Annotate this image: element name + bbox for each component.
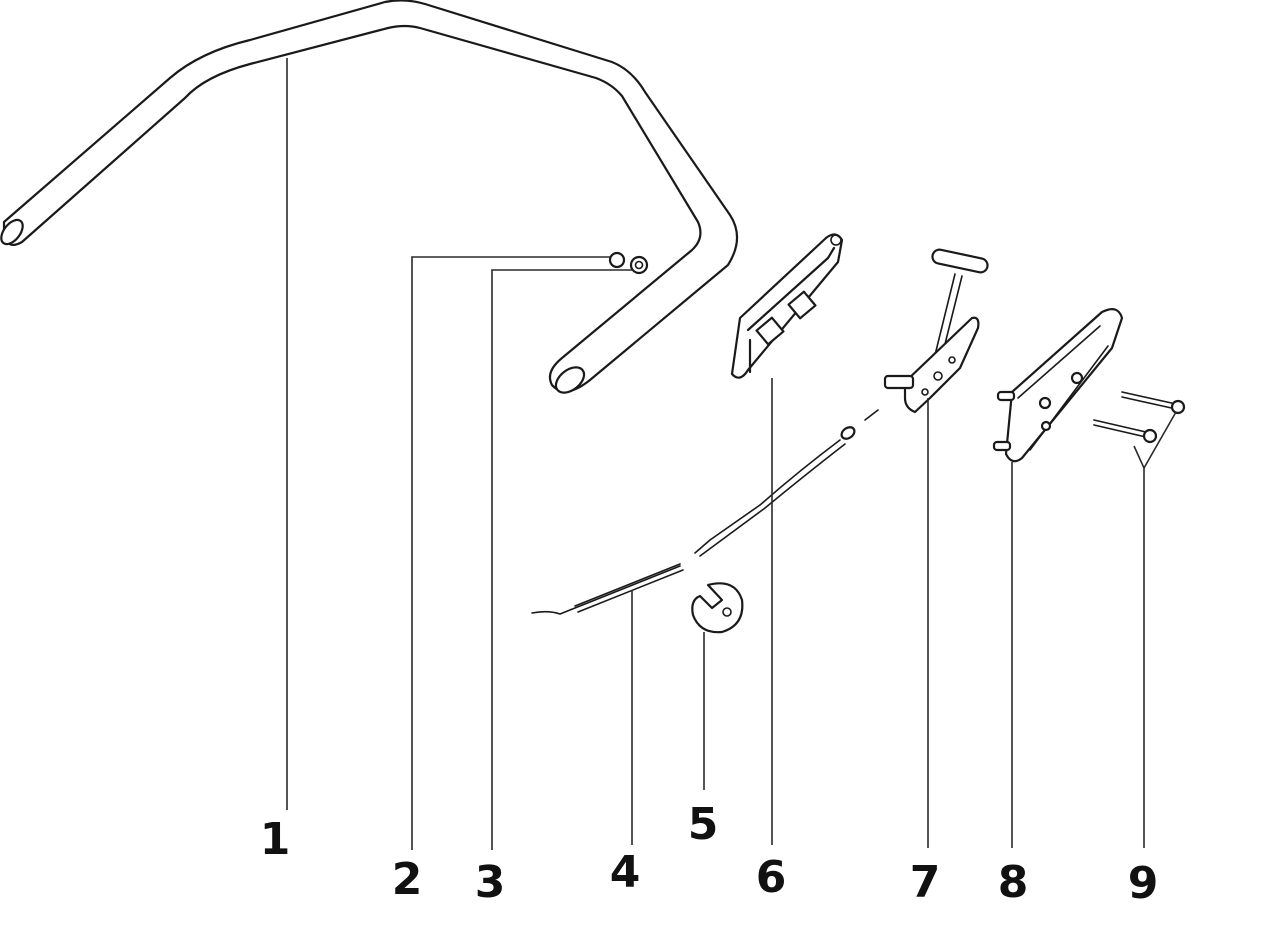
callout-3: 3 <box>475 857 506 908</box>
cover-plate-part <box>992 307 1124 463</box>
callout-2: 2 <box>392 854 423 905</box>
callout-1: 1 <box>260 814 291 865</box>
handle-bar-part <box>0 0 739 394</box>
leader-lines <box>286 58 1177 850</box>
cable-clip-part <box>691 582 744 634</box>
lever-assembly-part <box>883 248 989 414</box>
washer-part <box>629 255 649 275</box>
screws-part <box>1093 391 1186 444</box>
callout-5: 5 <box>688 799 719 850</box>
callout-labels: 1 2 3 4 5 6 7 8 9 <box>260 799 1159 909</box>
housing-bracket-part <box>730 233 844 379</box>
control-cable-part <box>531 409 879 615</box>
callout-7: 7 <box>910 857 941 908</box>
callout-6: 6 <box>756 852 787 903</box>
callout-8: 8 <box>998 857 1029 908</box>
nut-part <box>608 251 626 269</box>
callout-9: 9 <box>1128 858 1159 909</box>
callout-4: 4 <box>610 847 641 898</box>
